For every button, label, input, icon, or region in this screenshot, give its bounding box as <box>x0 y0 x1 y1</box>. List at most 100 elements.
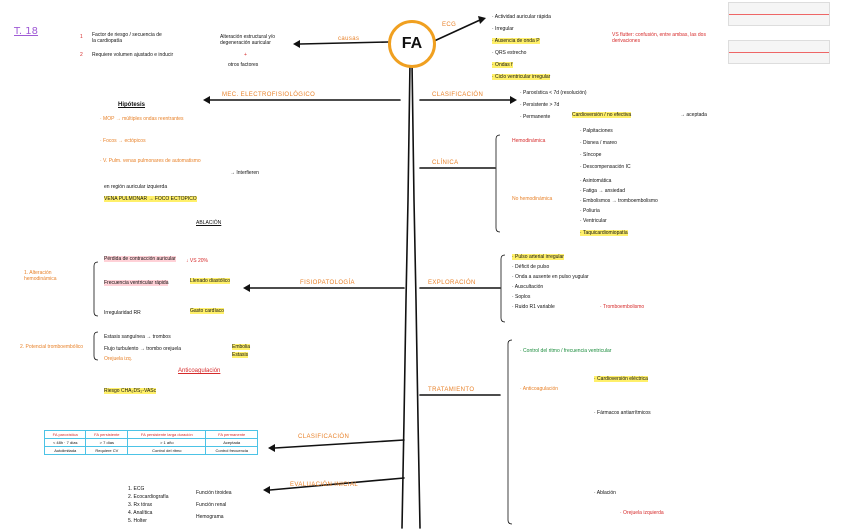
hipotesis-4: → Interfieren <box>230 170 259 176</box>
clinica-a2: · Disnea / mareo <box>580 140 617 146</box>
summary-cell: > 1 año <box>127 438 207 447</box>
trombo-e: Estasis <box>232 352 249 358</box>
explor-3: · Onda a ausente en pulso yugular <box>512 274 589 280</box>
ecg-5: · Ondas f <box>492 62 513 68</box>
summary-header: FA persistente larga duración <box>127 430 207 439</box>
summary-table: FA paroxística FA persistente FA persist… <box>43 430 258 455</box>
clasif-5: → aceptada <box>680 112 707 118</box>
fisio-c2: Gasto cardíaco <box>190 308 224 314</box>
fisio-b2: Llenado diastólico <box>190 278 231 284</box>
trombo-c: Orejuela izq. <box>104 356 133 362</box>
summary-cell: Control del ritmo <box>127 446 207 455</box>
branch-clasif-bottom: CLASIFICACIÓN <box>298 434 350 440</box>
trombo-f-text: Riesgo CHA₂DS₂-VASc <box>104 388 157 394</box>
clasif-1: · Paroxística < 7d (resolución) <box>520 90 587 96</box>
ecg-4: · QRS estrecho <box>492 50 527 56</box>
explor-1: · Pulso arterial irregular <box>512 254 564 260</box>
page-label: T. 18 <box>14 26 39 37</box>
causa-mid-3: otros factores <box>228 62 259 68</box>
hipotesis-6: VENA PULMONAR → FOCO ECTOPICO <box>104 196 197 202</box>
hipotesis-2: · Focos → ectópicos <box>100 138 146 144</box>
summary-cell: > 7 días <box>85 438 129 447</box>
eval-4: 4. Analítica <box>128 510 153 516</box>
hipotesis-title: Hipótesis <box>118 102 146 108</box>
hipotesis-5: en región auricular izquierda <box>104 184 168 190</box>
causa-num-2: 2 <box>80 52 83 58</box>
hipotesis-3: · V. Pulm. venas pulmonares de automatis… <box>100 158 201 164</box>
branch-ecg: ECG <box>442 22 457 28</box>
eval-f3: Hemograma <box>196 514 224 520</box>
trombo-g: Anticoagulación <box>178 368 221 374</box>
clinica-a3: · Síncope <box>580 152 602 158</box>
summary-cell: Requiere CV <box>85 446 129 455</box>
explor-4: · Auscultación <box>512 284 544 290</box>
explor-6: · Ruido R1 variable <box>512 304 555 310</box>
trat-6: · Orejuela izquierda <box>620 510 664 516</box>
eval-2: 2. Ecocardiografía <box>128 494 169 500</box>
ecg-image-1 <box>728 2 830 26</box>
clinica-hemo-title: Hemodinámica <box>512 138 546 144</box>
eval-5: 5. Holter <box>128 518 147 524</box>
ecg-2: · Irregular <box>492 26 514 32</box>
trat-3: · Cardioversión eléctrica <box>594 376 648 382</box>
summary-header: FA paroxística <box>43 430 87 439</box>
hipotesis-6-text: VENA PULMONAR → FOCO ECTOPICO <box>104 196 197 202</box>
branch-clasificacion: CLASIFICACIÓN <box>432 92 484 98</box>
eval-f2: Función renal <box>196 502 227 508</box>
trombo-d: Embolia <box>232 344 251 350</box>
clinica-b5: · Ventricular <box>580 218 607 224</box>
summary-header: FA permanente <box>205 430 258 439</box>
causa-mid-plus: + <box>244 52 247 58</box>
trombo-f: Riesgo CHA₂DS₂-VASc <box>104 388 157 394</box>
trat-1: · Control del ritmo / frecuencia ventric… <box>520 348 612 354</box>
causa-num-1: 1 <box>80 34 83 40</box>
ecg-1: · Actividad auricular rápida <box>492 14 551 20</box>
eval-1: 1. ECG <box>128 486 145 492</box>
hipotesis-7: ABLACIÓN <box>196 220 222 226</box>
hipotesis-1: · MOP → múltiples ondas reentrantes <box>100 116 184 122</box>
summary-cell: Control frecuencia <box>205 446 258 455</box>
ecg-6: · Ciclo ventricular irregular <box>492 74 551 80</box>
causa-item-1: Factor de riesgo / secuencia de la cardi… <box>92 32 162 44</box>
trombo-a: Estasis sanguínea → trombos <box>104 334 171 340</box>
fisio-c: Irregularidad RR <box>104 310 141 316</box>
center-node: FA <box>388 20 436 68</box>
summary-cell: Autolimitada <box>43 446 87 455</box>
clinica-a1: · Palpitaciones <box>580 128 613 134</box>
branch-fisiopato: FISIOPATOLOGÍA <box>300 280 355 286</box>
fisio-a2: ↓ VS 20% <box>186 258 208 264</box>
summary-cell: Aceptada <box>205 438 258 447</box>
clinica-b2: · Fatiga → ansiedad <box>580 188 626 194</box>
trat-2: · Anticoagulación <box>520 386 559 392</box>
summary-header-row: FA paroxística FA persistente FA persist… <box>43 430 258 439</box>
trombo-label: 2. Potencial tromboembólico <box>20 344 84 350</box>
center-title: FA <box>401 35 423 52</box>
fisio-a: Pérdida de contracción auricular <box>104 256 176 262</box>
explor-5: · Soplos <box>512 294 531 300</box>
ecg-image-2 <box>728 40 830 64</box>
trat-5: · Ablación <box>594 490 616 496</box>
clinica-b1: · Asintomática <box>580 178 612 184</box>
clinica-b4: · Poliuria <box>580 208 600 214</box>
trat-4: · Fármacos antiarrítmicos <box>594 410 651 416</box>
branch-tratamiento: TRATAMIENTO <box>428 387 475 393</box>
fisio-b: Frecuencia ventricular rápida <box>104 280 169 286</box>
branch-clinica: CLÍNICA <box>432 160 459 166</box>
explor-7: · Tromboembolismo <box>600 304 645 310</box>
causa-mid: Alteración estructural y/o degeneración … <box>220 34 276 46</box>
clasif-2: · Persistente > 7d <box>520 102 560 108</box>
trombo-b: Flujo turbulento → trombo orejuela <box>104 346 181 352</box>
fisio-label: 1. Alteración hemodinámica <box>24 270 57 282</box>
clasif-4: Cardioversión / no efectiva <box>572 112 632 118</box>
causa-item-2: Requiere volumen ajustado e inducir <box>92 52 174 58</box>
ecg-note: VS flutter: confusión, entre ambas, las … <box>612 32 706 44</box>
explor-2: · Déficit de pulso <box>512 264 550 270</box>
clinica-a4: · Descompensación IC <box>580 164 631 170</box>
table-row: < 48h · 7 días > 7 días > 1 año Aceptada <box>43 438 258 447</box>
clinica-b6: · Taquicardiomiopatía <box>580 230 628 236</box>
clinica-b3: · Embolismos → tromboembolismo <box>580 198 658 204</box>
branch-evaluacion: EVALUACIÓN INICIAL <box>290 482 359 488</box>
ecg-trace <box>729 52 829 53</box>
eval-3: 3. Rx tórax <box>128 502 153 508</box>
